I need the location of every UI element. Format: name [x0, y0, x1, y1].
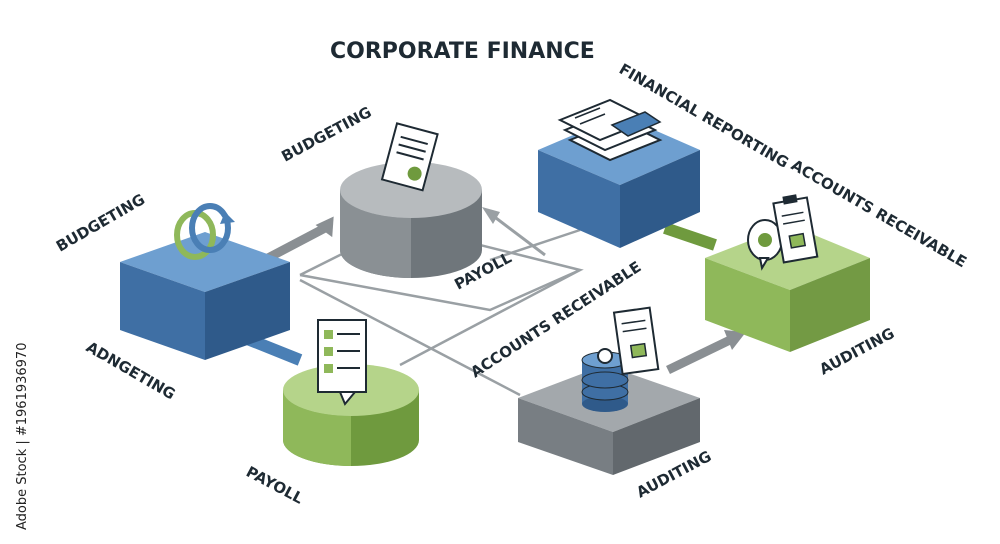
arrow-head-3 [724, 330, 746, 350]
label-budgeting-top: BUDGETING [278, 103, 374, 166]
stacked-reports-icon [557, 98, 663, 162]
clipboard-check-icon [772, 194, 819, 264]
side-stock-text: Adobe Stock | #1961936970 [15, 343, 30, 530]
audit-document-icon [612, 306, 660, 376]
budgeting-cylinder [340, 162, 482, 278]
budgeting-cube [120, 232, 290, 360]
connector-from-reporting [489, 228, 581, 262]
sync-icon [174, 203, 235, 260]
page-title: CORPORATE FINANCE [330, 39, 595, 64]
arrow-head-1 [315, 216, 334, 238]
checklist-icon [317, 319, 367, 406]
arrow-payoll-to-cylinder [491, 213, 546, 257]
arrow-gray-to-green [666, 335, 732, 375]
arrow-head-2 [482, 207, 500, 224]
green-link [663, 222, 717, 251]
document-chart-icon [380, 122, 439, 192]
label-adngeting: ADNGETING [83, 338, 178, 404]
connector-to-auditing [299, 278, 521, 397]
gear-coins-icon [581, 348, 629, 412]
gear-bubble-icon [747, 219, 783, 271]
arrow-budget-to-cylinder [265, 224, 328, 262]
label-budgeting-left: BUDGETING [53, 190, 148, 255]
label-payoll-bottom: PAYOLL [243, 463, 307, 508]
